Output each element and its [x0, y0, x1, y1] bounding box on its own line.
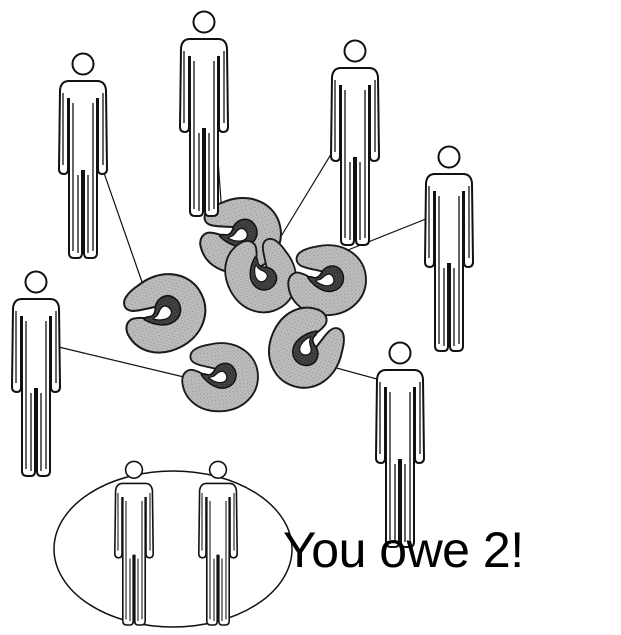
person-icon — [58, 52, 108, 259]
person-icon — [375, 341, 425, 548]
person-icon — [330, 39, 380, 246]
person-icon — [11, 270, 61, 477]
person-icon — [197, 460, 239, 626]
caption-text: You owe 2! — [283, 522, 524, 578]
group-ellipse — [53, 470, 293, 628]
kidney-icon — [284, 240, 370, 320]
person-icon — [424, 145, 474, 352]
link-person-5 — [41, 342, 189, 379]
owed-group — [53, 460, 293, 628]
kidney-icon — [178, 338, 262, 416]
person-icon — [179, 10, 229, 217]
person-icon — [113, 460, 155, 626]
kidney-cluster — [107, 188, 370, 416]
